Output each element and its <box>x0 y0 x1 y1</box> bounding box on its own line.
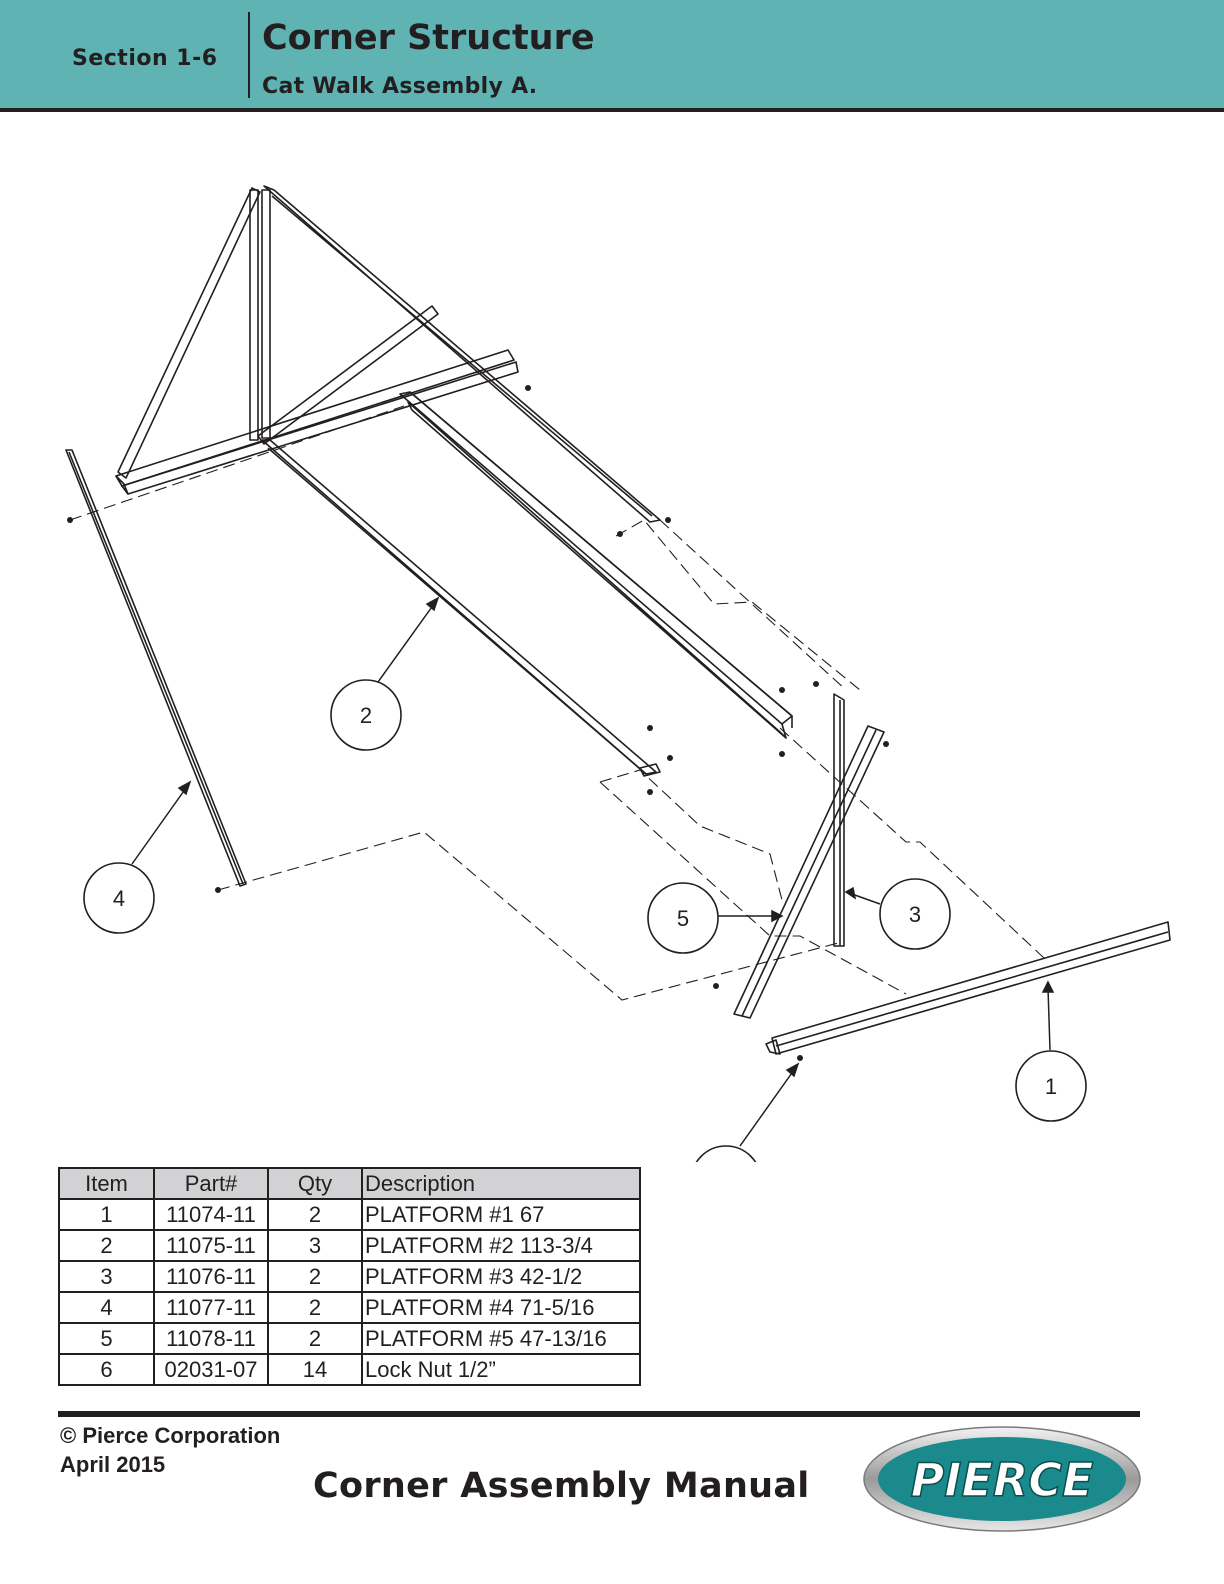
callout-3: 3 <box>879 878 951 950</box>
cell-description: PLATFORM #4 71-5/16 <box>361 1291 641 1324</box>
cell-qty: 2 <box>267 1291 363 1324</box>
pierce-logo: PIERCE <box>863 1426 1141 1532</box>
cell-part: 11075-11 <box>153 1229 269 1262</box>
cell-qty: 2 <box>267 1198 363 1231</box>
svg-text:5: 5 <box>677 906 689 931</box>
part-1-base <box>765 921 1171 1055</box>
header-divider <box>248 12 250 98</box>
page-subtitle: Cat Walk Assembly A. <box>262 74 538 99</box>
cell-description: Lock Nut 1/2” <box>361 1353 641 1386</box>
cell-item: 2 <box>58 1229 155 1262</box>
table-row: 1 11074-11 2 PLATFORM #1 67 <box>58 1198 641 1231</box>
footer-rule <box>58 1411 1140 1417</box>
cell-item: 1 <box>58 1198 155 1231</box>
part-2-rail-front <box>261 439 661 777</box>
cell-item: 5 <box>58 1322 155 1355</box>
column-header-part: Part# <box>153 1167 269 1200</box>
cell-qty: 2 <box>267 1260 363 1293</box>
cell-qty: 14 <box>267 1353 363 1386</box>
publication-date: April 2015 <box>60 1452 166 1477</box>
part-3-post <box>833 693 845 947</box>
table-row: 4 11077-11 2 PLATFORM #4 71-5/16 <box>58 1291 641 1324</box>
cell-part: 11078-11 <box>153 1322 269 1355</box>
callout-2: 2 <box>330 679 402 751</box>
column-header-description: Description <box>361 1167 641 1200</box>
manual-title: Corner Assembly Manual <box>313 1466 810 1506</box>
cell-description: PLATFORM #3 42-1/2 <box>361 1260 641 1293</box>
cell-description: PLATFORM #1 67 <box>361 1198 641 1231</box>
exploded-assembly-diagram: 1 2 3 4 5 6 <box>65 185 1171 1162</box>
cell-part: 02031-07 <box>153 1353 269 1386</box>
cell-item: 4 <box>58 1291 155 1324</box>
part-5-brace <box>733 725 885 1019</box>
copyright-text: © Pierce Corporation <box>60 1423 281 1448</box>
cell-item: 6 <box>58 1353 155 1386</box>
cell-description: PLATFORM #5 47-13/16 <box>361 1322 641 1355</box>
table-row: 3 11076-11 2 PLATFORM #3 42-1/2 <box>58 1260 641 1293</box>
part-4-rail <box>65 449 247 887</box>
table-row: 5 11078-11 2 PLATFORM #5 47-13/16 <box>58 1322 641 1355</box>
triangle-frame <box>115 185 661 523</box>
callout-4: 4 <box>83 862 155 934</box>
cell-qty: 3 <box>267 1229 363 1262</box>
svg-text:PIERCE: PIERCE <box>911 1453 1094 1507</box>
callout-6: 6 <box>695 1145 757 1162</box>
svg-text:4: 4 <box>113 886 125 911</box>
cell-item: 3 <box>58 1260 155 1293</box>
callout-leaders <box>131 596 1055 1147</box>
page-title: Corner Structure <box>262 18 595 58</box>
svg-text:1: 1 <box>1045 1074 1057 1099</box>
cell-qty: 2 <box>267 1322 363 1355</box>
column-header-qty: Qty <box>267 1167 363 1200</box>
cell-part: 11074-11 <box>153 1198 269 1231</box>
column-header-item: Item <box>58 1167 155 1200</box>
svg-text:3: 3 <box>909 902 921 927</box>
parts-list-table: Item Part# Qty Description 1 11074-11 2 … <box>58 1167 641 1386</box>
table-row: 6 02031-07 14 Lock Nut 1/2” <box>58 1353 641 1386</box>
fasteners <box>67 385 889 1061</box>
callout-1: 1 <box>1015 1050 1087 1122</box>
table-row: 2 11075-11 3 PLATFORM #2 113-3/4 <box>58 1229 641 1262</box>
cell-description: PLATFORM #2 113-3/4 <box>361 1229 641 1262</box>
part-2-channel-rear <box>399 391 793 739</box>
cell-part: 11076-11 <box>153 1260 269 1293</box>
svg-text:2: 2 <box>360 703 372 728</box>
assembly-guide-lines <box>69 405 1045 1001</box>
page-header: Section 1-6 Corner Structure Cat Walk As… <box>0 0 1224 112</box>
section-label: Section 1-6 <box>72 46 218 71</box>
callout-5: 5 <box>647 882 719 954</box>
cell-part: 11077-11 <box>153 1291 269 1324</box>
table-header-row: Item Part# Qty Description <box>58 1167 641 1200</box>
